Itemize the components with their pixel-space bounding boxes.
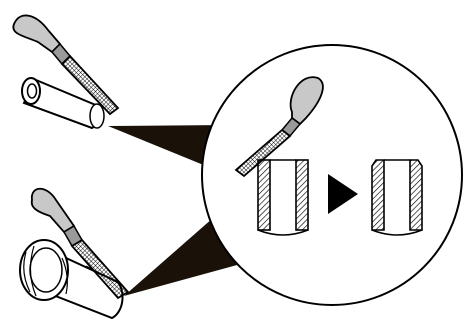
callout-wedge-top <box>108 125 228 175</box>
small-pipe <box>21 77 105 130</box>
large-pipe <box>19 239 124 320</box>
hand-file-icon <box>234 76 324 178</box>
pipe-section-after-icon <box>371 159 423 236</box>
zoom-callout-icon <box>201 44 463 306</box>
hand-file-icon <box>30 187 130 300</box>
hand-file-icon <box>12 14 120 116</box>
arrow-right-icon <box>328 174 358 214</box>
pipe-section-before-icon <box>257 159 309 236</box>
